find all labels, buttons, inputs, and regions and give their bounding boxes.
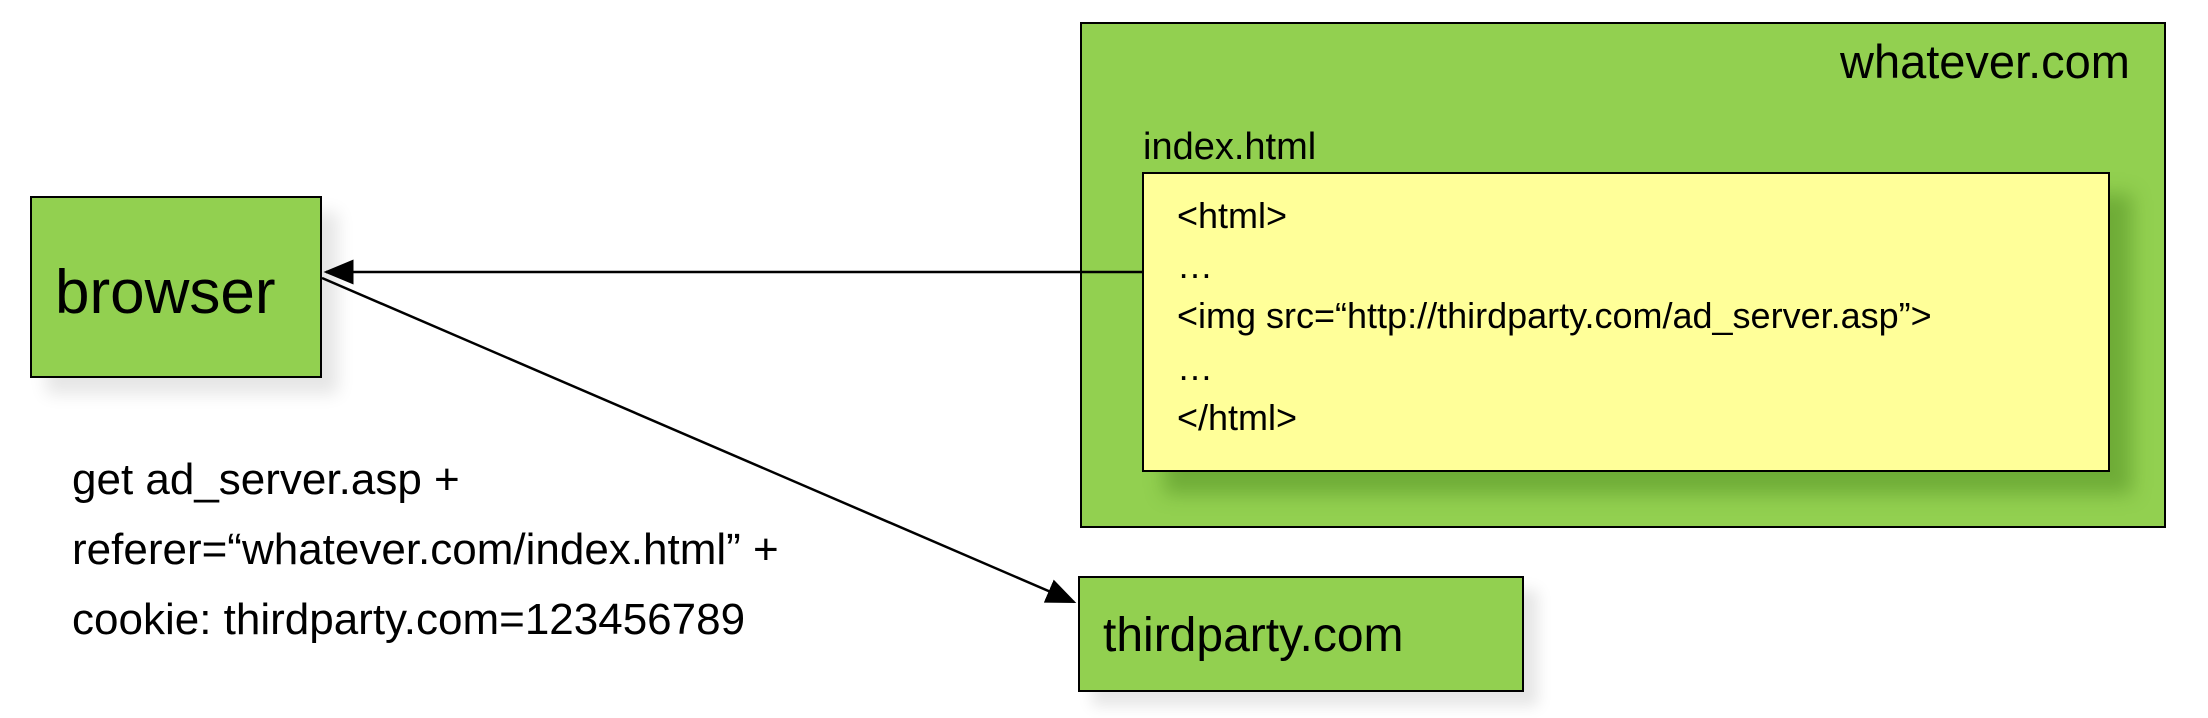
code-line: … bbox=[1177, 347, 1213, 388]
request-line: get ad_server.asp + bbox=[72, 455, 460, 504]
thirdparty-box bbox=[1078, 576, 1524, 692]
whatever-server-label: whatever.com bbox=[1840, 35, 2130, 88]
code-line: <img src=“http://thirdparty.com/ad_serve… bbox=[1177, 295, 1932, 336]
code-line: … bbox=[1177, 245, 1213, 286]
index-file-label: index.html bbox=[1143, 126, 1317, 168]
browser-label: browser bbox=[55, 258, 276, 327]
browser-box bbox=[30, 196, 322, 378]
code-line: <html> bbox=[1177, 195, 1288, 236]
request-line: referer=“whatever.com/index.html” + bbox=[72, 525, 779, 574]
code-line: </html> bbox=[1177, 397, 1298, 438]
request-line: cookie: thirdparty.com=123456789 bbox=[72, 595, 746, 644]
request-arrow bbox=[321, 276, 1077, 604]
thirdparty-label: thirdparty.com bbox=[1103, 609, 1404, 662]
index-html-box bbox=[1142, 172, 2110, 472]
